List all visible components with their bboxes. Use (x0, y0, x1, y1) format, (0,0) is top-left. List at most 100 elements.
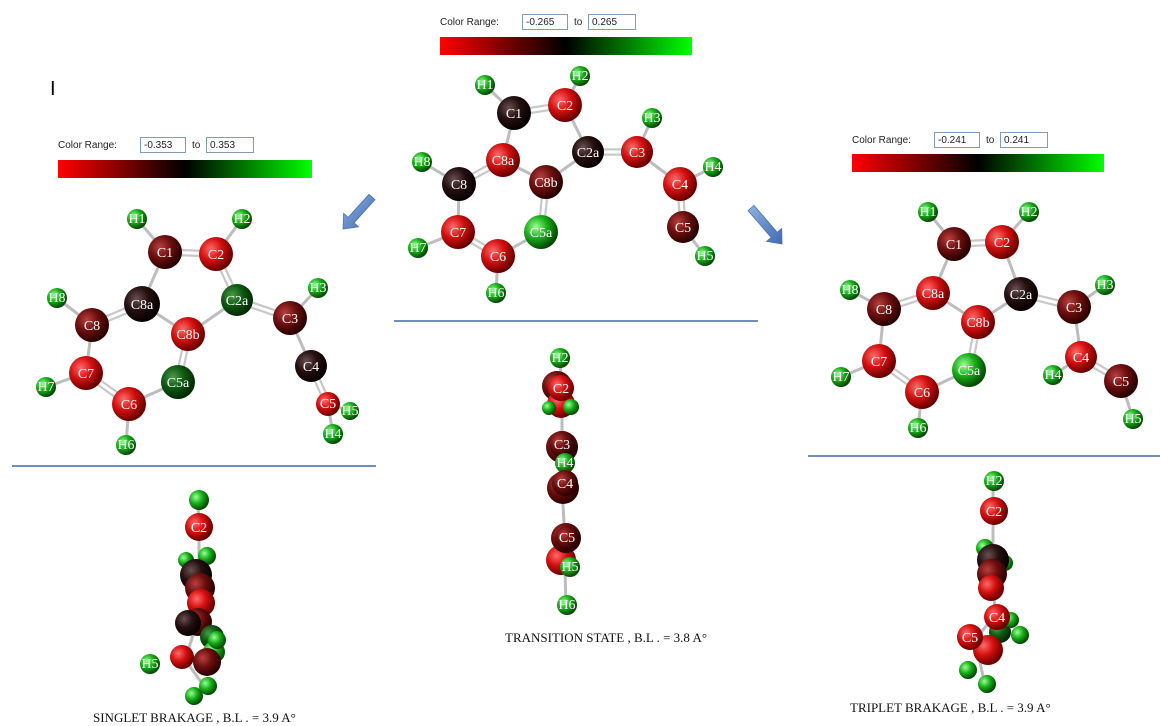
atom-label: C1 (506, 107, 522, 122)
atom-label: H5 (696, 249, 713, 264)
atom-label: C3 (282, 312, 298, 327)
color-gradient-bar (440, 37, 692, 55)
caption-triplet: TRIPLET BRAKAGE , B.L . = 3.9 A° (850, 700, 1051, 715)
atom-label: C7 (871, 355, 887, 370)
atom-triplet-c4: C4 (984, 604, 1010, 630)
atom-right-h2: H2 (1019, 202, 1039, 222)
atom-label: C2 (986, 505, 1002, 520)
atom-label: H3 (309, 281, 326, 296)
atom-label: H5 (561, 560, 578, 575)
arrow-to-triplet-icon (747, 204, 783, 245)
atom-right-c2a: C2a (1004, 277, 1038, 311)
atom-center-h8: H8 (412, 152, 432, 172)
ts-hydrogen (542, 401, 556, 415)
atom-center-c8b: C8b (529, 165, 563, 199)
singlet-atom (175, 610, 201, 636)
atom-label: C4 (672, 178, 688, 193)
atom-center-h7: H7 (408, 238, 428, 258)
atom-label: C5a (530, 226, 553, 241)
atom-label: C8 (876, 303, 892, 318)
atom-label: C3 (1066, 301, 1082, 316)
atom-right-h5: H5 (1123, 409, 1143, 429)
atom-right-c8b: C8b (961, 305, 995, 339)
atom-left-c8a: C8a (124, 286, 160, 322)
caption-singlet: SINGLET BRAKAGE , B.L . = 3.9 A° (93, 710, 296, 725)
atom-right-c8a: C8a (916, 276, 950, 310)
triplet-atom (978, 575, 1004, 601)
atom-label: H6 (487, 286, 504, 301)
atom-center-c3: C3 (621, 136, 653, 168)
caption-transition: TRANSITION STATE , B.L . = 3.8 A° (505, 630, 708, 645)
atom-center-c1: C1 (497, 96, 531, 130)
triplet-atom (959, 661, 977, 679)
atom-right-h1: H1 (918, 202, 938, 222)
atom-label: C3 (554, 438, 570, 453)
atom-left-h7: H7 (36, 377, 56, 397)
range-to-label: to (986, 135, 995, 146)
atom-label: C5 (320, 397, 336, 412)
separator-center (394, 320, 758, 322)
separator-right (808, 455, 1160, 457)
atom-left-c7: C7 (69, 356, 103, 390)
atom-ts-h5: H5 (560, 557, 580, 577)
atom-label: C5 (962, 631, 978, 646)
atom-right-h4: H4 (1043, 365, 1063, 385)
atom-label: C1 (946, 238, 962, 253)
atom-label: H3 (1096, 278, 1113, 293)
atom-label: H2 (985, 474, 1002, 489)
singlet-atom (208, 631, 226, 649)
atom-right-c5: C5 (1104, 364, 1138, 398)
separator-left (12, 465, 376, 467)
atom-label: C2 (994, 236, 1010, 251)
atom-label: H4 (556, 456, 573, 471)
range-max-field[interactable]: 0.265 (588, 14, 636, 30)
range-min-field[interactable]: -0.265 (522, 14, 568, 30)
atom-center-c8a: C8a (486, 143, 520, 177)
color-range-label: Color Range: (852, 135, 911, 146)
range-max-field[interactable]: 0.353 (206, 137, 254, 153)
atom-left-c6: C6 (112, 387, 146, 421)
atom-label: H4 (704, 160, 721, 175)
atom-label: H1 (919, 205, 936, 220)
atom-label: C8b (966, 316, 989, 331)
atom-center-h5: H5 (695, 246, 715, 266)
range-max-field[interactable]: 0.241 (1000, 132, 1048, 148)
range-min-field[interactable]: -0.353 (140, 137, 186, 153)
atom-label: C6 (490, 250, 506, 265)
atom-label: C8b (534, 176, 557, 191)
atom-label: C3 (629, 146, 645, 161)
singlet-atom (199, 677, 217, 695)
atom-left-c5a: C5a (161, 365, 195, 399)
atom-right-h6: H6 (908, 418, 928, 438)
atom-label: C2a (1010, 288, 1033, 303)
arrow-to-singlet-icon (342, 193, 376, 230)
atom-label: H5 (1124, 412, 1141, 427)
atom-label: H8 (841, 283, 858, 298)
atom-label: H1 (128, 212, 145, 227)
range-min-field[interactable]: -0.241 (934, 132, 980, 148)
atom-label: C5 (559, 531, 575, 546)
atom-label: C2 (191, 521, 207, 536)
atom-label: H2 (551, 351, 568, 366)
range-to-label: to (574, 17, 583, 28)
atom-label: C4 (557, 477, 573, 492)
atom-label: H1 (476, 78, 493, 93)
atom-label: C8 (84, 319, 100, 334)
atom-right-c8: C8 (867, 292, 901, 326)
atom-triplet-c2: C2 (980, 497, 1008, 525)
atom-label: H7 (37, 380, 54, 395)
atom-singlet-h5: H5 (140, 654, 160, 674)
atom-left-h1: H1 (127, 209, 147, 229)
atom-label: H8 (413, 155, 430, 170)
atom-label: C5a (167, 376, 190, 391)
atom-label: H5 (141, 657, 158, 672)
atom-center-c2: C2 (548, 88, 582, 122)
atom-ts-c3: C3 (549, 431, 575, 457)
atom-left-c4: C4 (295, 350, 327, 382)
atom-label: H2 (571, 69, 588, 84)
triplet-atom (978, 675, 996, 693)
atom-center-h2: H2 (570, 66, 590, 86)
atom-triplet-h2: H2 (984, 471, 1004, 491)
atom-left-h4: H4 (323, 424, 343, 444)
atom-label: C2 (553, 382, 569, 397)
